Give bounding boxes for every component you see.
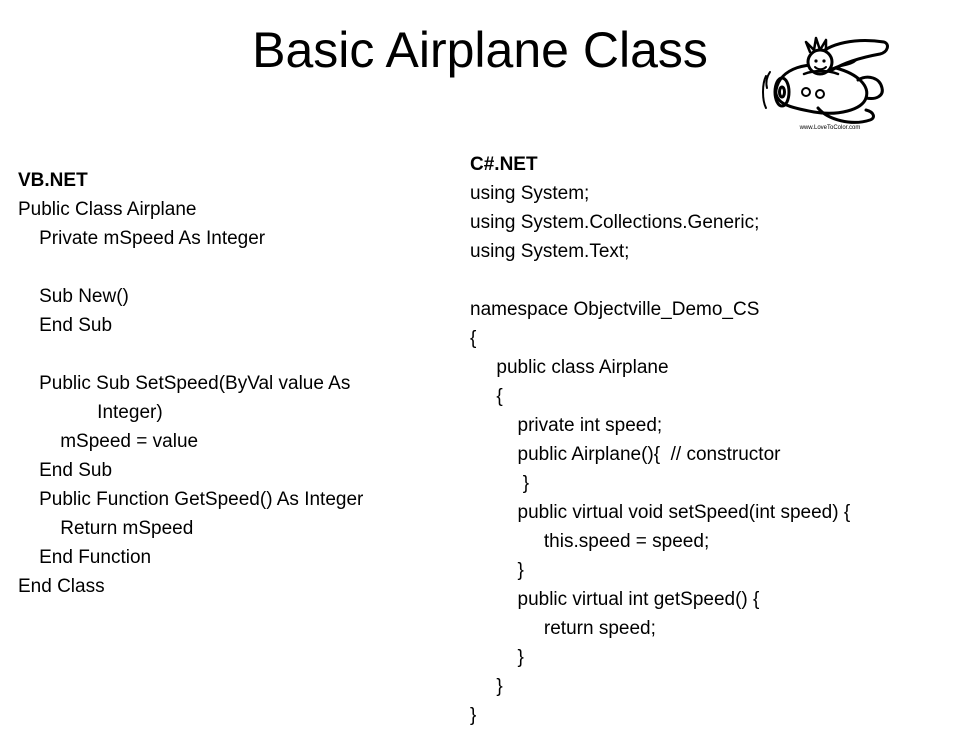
clipart-credit: www.LoveToColor.com <box>799 125 861 131</box>
vb-code-line: End Sub <box>18 460 113 481</box>
cs-code-line: return speed; <box>470 618 656 639</box>
vb-code-line: Public Sub SetSpeed(ByVal value As <box>18 373 351 394</box>
cs-code-line: } <box>470 705 477 726</box>
vb-code-line: mSpeed = value <box>18 431 199 452</box>
cs-code-line: private int speed; <box>470 415 663 436</box>
cs-code-line: using System.Collections.Generic; <box>470 212 760 233</box>
vb-code-line: Public Class Airplane <box>18 199 197 220</box>
cs-code-line: } <box>470 676 503 697</box>
vb-code-line <box>18 253 458 282</box>
vb-code-line: Private mSpeed As Integer <box>18 228 266 249</box>
vb-net-code-block: VB.NET Public Class Airplane Private mSp… <box>18 166 458 601</box>
cartoon-pilot-airplane-icon: www.LoveToColor.com <box>762 36 889 131</box>
cs-code-line: } <box>470 647 524 668</box>
csharp-code-block: C#.NET using System; using System.Collec… <box>470 150 958 730</box>
cs-code-line: namespace Objectville_Demo_CS <box>470 299 760 320</box>
vb-code-line: End Sub <box>18 315 113 336</box>
vb-code-line: Public Function GetSpeed() As Integer <box>18 489 364 510</box>
cs-code-line: public virtual void setSpeed(int speed) … <box>470 502 851 523</box>
cs-code-line: } <box>470 560 524 581</box>
cs-code-line: { <box>470 386 503 407</box>
cs-code-line <box>470 266 958 295</box>
vb-code-line <box>18 340 458 369</box>
cs-code-line: } <box>470 473 530 494</box>
cs-code-line: public Airplane(){ // constructor <box>470 444 781 465</box>
vb-code-line: Integer) <box>18 402 163 423</box>
vb-code-line: Sub New() <box>18 286 129 307</box>
vb-code-line: Return mSpeed <box>18 518 194 539</box>
pilot-airplane-clipart: www.LoveToColor.com <box>758 28 898 132</box>
slide-title: Basic Airplane Class <box>252 22 708 78</box>
cs-code-line: public class Airplane <box>470 357 669 378</box>
cs-code-line: using System.Text; <box>470 241 630 262</box>
cs-code-line: using System; <box>470 183 590 204</box>
cs-code-line: public virtual int getSpeed() { <box>470 589 760 610</box>
vb-code-line: End Class <box>18 576 105 597</box>
csharp-heading: C#.NET <box>470 154 538 175</box>
cs-code-line: this.speed = speed; <box>470 531 710 552</box>
vb-net-heading: VB.NET <box>18 170 88 191</box>
vb-code-line: End Function <box>18 547 152 568</box>
cs-code-line: { <box>470 328 477 349</box>
